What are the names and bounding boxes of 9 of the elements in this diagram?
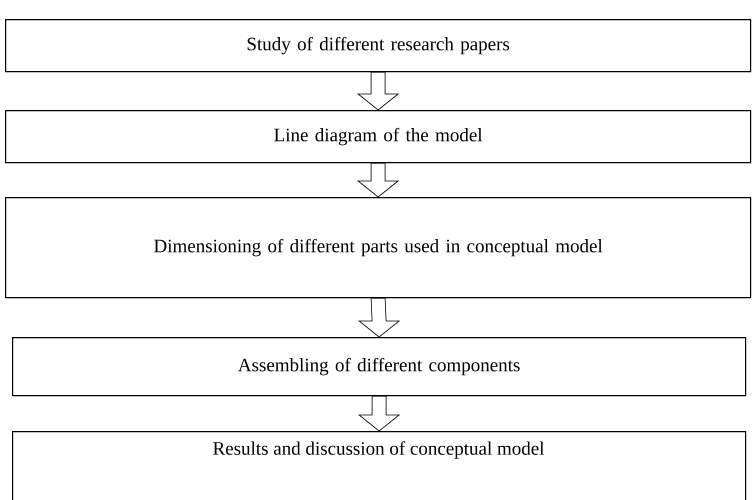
process-box: Study of different research papers (5, 19, 752, 72)
process-box: Results and discussion of conceptual model (12, 431, 746, 500)
block-arrow (356, 162, 400, 198)
block-arrow (358, 396, 400, 432)
process-box: Dimensioning of different parts used in conceptual model (5, 197, 752, 298)
process-box: Assembling of different components (12, 336, 746, 396)
process-box: Line diagram of the model (5, 110, 752, 164)
block-arrow (356, 72, 400, 111)
block-arrow (358, 298, 400, 338)
